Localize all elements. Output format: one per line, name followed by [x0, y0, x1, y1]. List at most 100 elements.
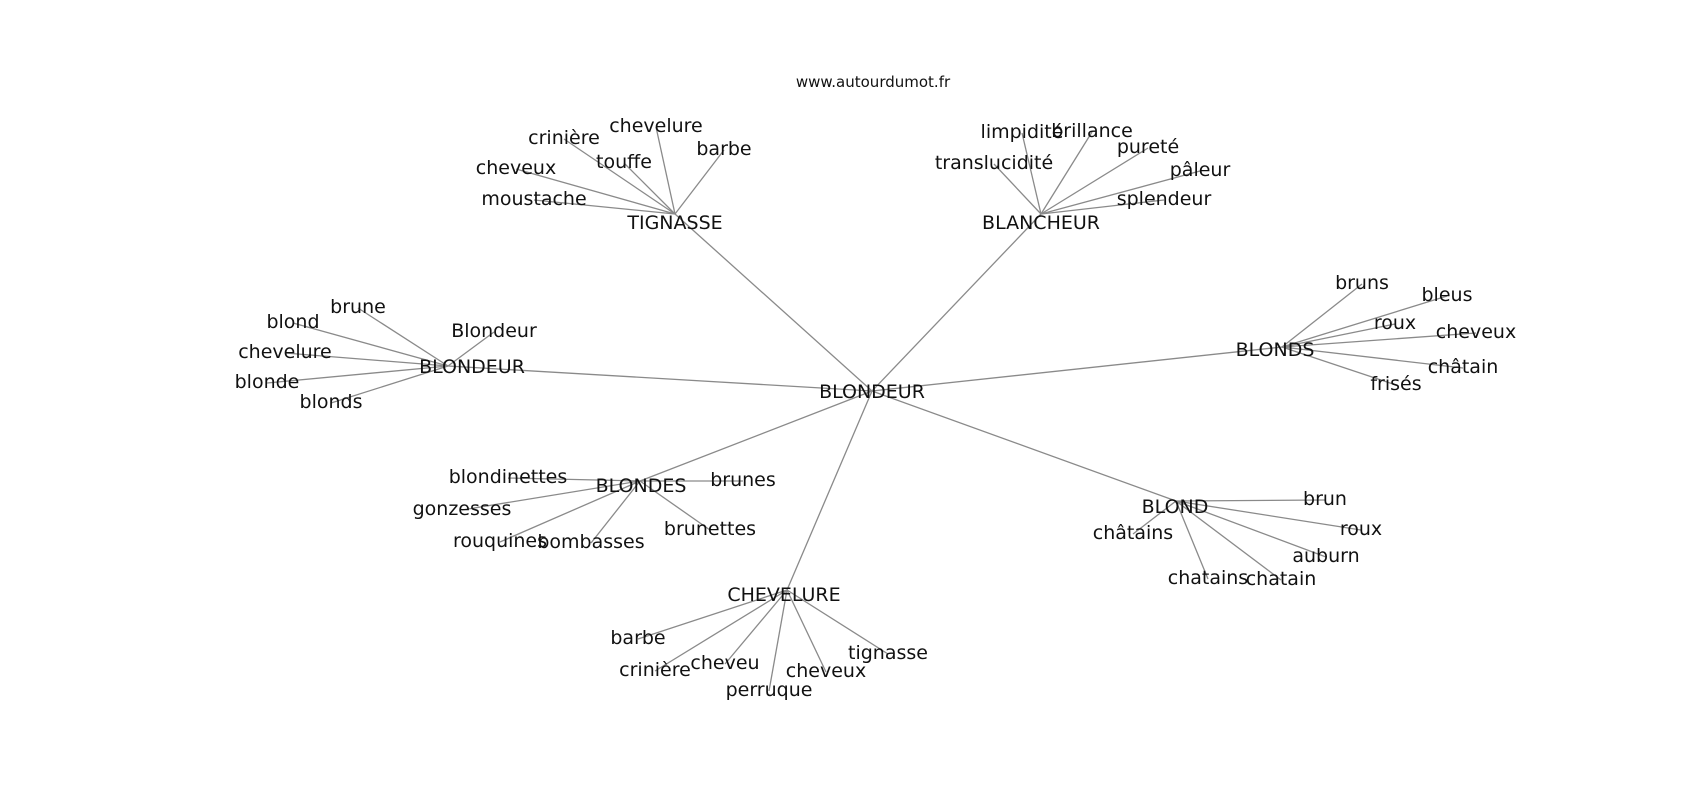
edge-hub-to-leaf: [1281, 323, 1396, 348]
leaf-node[interactable]: cheveux: [786, 660, 866, 682]
leaf-node[interactable]: brune: [330, 296, 386, 318]
edge-hub-to-leaf: [447, 331, 495, 367]
edge-hub-to-leaf: [674, 149, 725, 215]
leaf-node[interactable]: bombasses: [537, 531, 644, 553]
edge-hub-to-leaf: [533, 199, 676, 215]
leaf-node[interactable]: gonzesses: [413, 498, 512, 520]
edge-hub-to-leaf: [655, 126, 676, 215]
edge-hub-to-leaf: [284, 352, 449, 367]
edge-center-to-hub: [871, 346, 1283, 392]
edge-hub-to-leaf: [292, 322, 449, 367]
edge-hub-to-leaf: [1281, 346, 1397, 386]
leaf-node[interactable]: cheveux: [476, 157, 556, 179]
edge-hub-to-leaf: [1281, 346, 1464, 369]
leaf-node[interactable]: splendeur: [1117, 188, 1212, 210]
hub-node[interactable]: BLONDS: [1236, 339, 1315, 361]
edge-hub-to-leaf: [563, 138, 676, 215]
edge-hub-to-leaf: [637, 589, 788, 640]
edge-hub-to-leaf: [724, 589, 788, 665]
edge-hub-to-leaf: [499, 480, 641, 543]
leaf-node[interactable]: châtain: [1428, 356, 1499, 378]
edge-center-to-hub: [447, 365, 873, 392]
center-node[interactable]: BLONDEUR: [819, 381, 925, 403]
leaf-node[interactable]: frisés: [1370, 373, 1421, 395]
leaf-node[interactable]: blond: [266, 311, 319, 333]
leaf-node[interactable]: perruque: [726, 679, 813, 701]
edge-hub-to-leaf: [1040, 199, 1165, 215]
leaf-node[interactable]: chevelure: [238, 341, 332, 363]
edge-center-to-hub: [871, 390, 1177, 502]
edge-hub-to-leaf: [357, 307, 449, 367]
leaf-node[interactable]: pureté: [1117, 136, 1179, 158]
edge-hub-to-leaf: [654, 589, 788, 672]
leaf-node[interactable]: chatain: [1246, 568, 1317, 590]
leaf-node[interactable]: translucidité: [935, 152, 1053, 174]
leaf-node[interactable]: touffe: [596, 151, 652, 173]
leaf-node[interactable]: tignasse: [848, 642, 928, 664]
leaf-node[interactable]: limpidité: [981, 121, 1064, 143]
leaf-node[interactable]: bruns: [1335, 272, 1389, 294]
leaf-node[interactable]: roux: [1340, 518, 1382, 540]
edges: [266, 126, 1477, 692]
edge-hub-to-leaf: [1040, 131, 1093, 215]
hub-node[interactable]: TIGNASSE: [626, 212, 722, 234]
edge-hub-to-leaf: [1175, 500, 1327, 558]
edge-hub-to-leaf: [639, 480, 711, 531]
leaf-node[interactable]: brillance: [1051, 120, 1133, 142]
leaf-node[interactable]: roux: [1374, 312, 1416, 334]
leaf-node[interactable]: auburn: [1292, 545, 1359, 567]
hub-node[interactable]: BLOND: [1142, 496, 1209, 518]
leaf-node[interactable]: châtains: [1093, 522, 1173, 544]
leaf-node[interactable]: cheveu: [690, 652, 759, 674]
edge-center-to-hub: [871, 213, 1042, 392]
labels: BLONDEUR TIGNASSE chevelure crinière barbe to…: [235, 115, 1517, 701]
leaf-node[interactable]: cheveux: [1436, 321, 1516, 343]
edge-center-to-hub: [674, 213, 873, 392]
edge-hub-to-leaf: [993, 163, 1042, 215]
edge-hub-to-leaf: [1281, 295, 1448, 348]
leaf-node[interactable]: brunettes: [664, 518, 756, 540]
leaf-node[interactable]: barbe: [610, 627, 665, 649]
leaf-node[interactable]: chatains: [1168, 567, 1248, 589]
leaf-node[interactable]: brun: [1303, 488, 1347, 510]
hub-node[interactable]: BLONDEUR: [419, 356, 525, 378]
leaf-node[interactable]: blonde: [235, 371, 300, 393]
edge-hub-to-leaf: [1132, 500, 1177, 535]
edge-hub-to-leaf: [786, 589, 889, 655]
edge-hub-to-leaf: [461, 480, 641, 511]
site-label: www.autourdumot.fr: [796, 73, 951, 91]
edge-hub-to-leaf: [1175, 500, 1282, 581]
edge-hub-to-leaf: [1281, 283, 1363, 348]
edge-hub-to-leaf: [507, 477, 641, 482]
edge-hub-to-leaf: [1281, 332, 1477, 348]
leaf-node[interactable]: barbe: [696, 138, 751, 160]
leaf-node[interactable]: moustache: [481, 188, 586, 210]
leaf-node[interactable]: pâleur: [1170, 159, 1231, 181]
edge-hub-to-leaf: [1040, 170, 1201, 215]
edge-hub-to-leaf: [623, 162, 676, 215]
edge-hub-to-leaf: [266, 365, 449, 384]
leaf-node[interactable]: blonds: [300, 391, 363, 413]
hub-node[interactable]: BLANCHEUR: [982, 212, 1100, 234]
edge-hub-to-leaf: [1175, 500, 1362, 531]
leaf-node[interactable]: chevelure: [609, 115, 703, 137]
edge-hub-to-leaf: [768, 589, 788, 692]
edge-hub-to-leaf: [515, 168, 676, 215]
leaf-node[interactable]: rouquines: [453, 530, 547, 552]
edge-hub-to-leaf: [1175, 500, 1209, 580]
edge-hub-to-leaf: [786, 589, 827, 673]
edge-hub-to-leaf: [1040, 147, 1149, 215]
leaf-node[interactable]: crinière: [528, 127, 600, 149]
leaf-node[interactable]: blondinettes: [449, 466, 568, 488]
leaf-node[interactable]: brunes: [710, 469, 776, 491]
edge-hub-to-leaf: [1175, 499, 1326, 502]
leaf-node[interactable]: crinière: [619, 659, 691, 681]
hub-node[interactable]: CHEVELURE: [727, 584, 840, 606]
edge-hub-to-leaf: [590, 480, 641, 544]
edge-center-to-hub: [639, 390, 873, 482]
leaf-node[interactable]: bleus: [1422, 284, 1473, 306]
hub-node[interactable]: BLONDES: [596, 475, 687, 497]
leaf-node[interactable]: Blondeur: [451, 320, 537, 342]
edge-hub-to-leaf: [1021, 132, 1042, 215]
edge-center-to-hub: [786, 390, 873, 591]
